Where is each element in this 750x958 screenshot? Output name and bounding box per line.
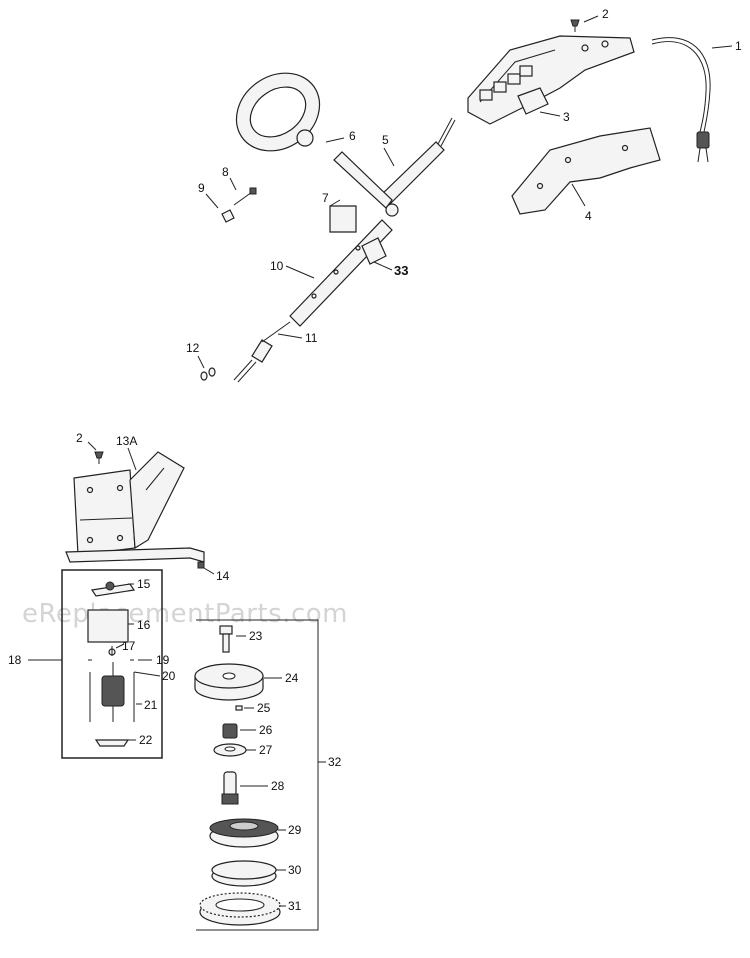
part-2-screw xyxy=(570,15,599,32)
label-27: 27 xyxy=(259,743,273,757)
part-23-bolt xyxy=(219,625,246,653)
label-25: 25 xyxy=(257,701,271,715)
part-18-motor-assembly-box xyxy=(28,569,163,759)
part-5-upper-shaft xyxy=(333,117,456,217)
label-28: 28 xyxy=(271,779,285,793)
label-10: 10 xyxy=(270,259,284,273)
part-10-lower-shaft xyxy=(285,219,393,327)
label-11: 11 xyxy=(305,331,318,345)
part-4-handle-half xyxy=(511,127,661,215)
label-2: 2 xyxy=(602,7,609,21)
label-30: 30 xyxy=(288,863,302,877)
part-25-key xyxy=(235,705,254,711)
part-17-spring xyxy=(108,643,125,656)
part-29-spool xyxy=(209,818,286,848)
part-31-knob xyxy=(199,892,286,926)
label-18: 18 xyxy=(8,653,22,667)
label-19: 19 xyxy=(156,653,170,667)
part-30-retainer xyxy=(211,860,286,887)
label-8: 8 xyxy=(222,165,229,179)
label-6: 6 xyxy=(349,129,356,143)
label-12: 12 xyxy=(186,341,200,355)
part-7-bracket xyxy=(329,199,357,233)
label-13a: 13A xyxy=(116,434,137,448)
label-16: 16 xyxy=(137,618,151,632)
label-15: 15 xyxy=(137,577,151,591)
label-4: 4 xyxy=(585,209,592,223)
part-15-bearing-plate xyxy=(90,581,136,597)
label-21: 21 xyxy=(144,698,158,712)
part-16-field-coil xyxy=(87,609,134,643)
part-28-spool-shaft xyxy=(221,771,268,805)
watermark: eReplacementParts.com xyxy=(22,599,348,629)
label-20: 20 xyxy=(162,669,176,683)
part-1-power-cord xyxy=(651,37,733,163)
part-26-spring xyxy=(222,723,256,739)
part-8-bolt xyxy=(229,177,257,206)
part-22-end-cap xyxy=(94,739,136,747)
label-3: 3 xyxy=(563,110,570,124)
label-26: 26 xyxy=(259,723,273,737)
part-24-drive-disk xyxy=(194,663,282,701)
part-19-20-brushes xyxy=(88,659,161,677)
label-22: 22 xyxy=(139,733,153,747)
part-33-clamp xyxy=(361,237,393,271)
label-32: 32 xyxy=(328,755,342,769)
part-2-screw-lower xyxy=(87,441,104,464)
label-24: 24 xyxy=(285,671,299,685)
label-5: 5 xyxy=(382,133,389,147)
part-12-wire-nuts xyxy=(197,355,216,381)
part-9-nut xyxy=(205,193,235,223)
label-7: 7 xyxy=(322,191,329,205)
label-9: 9 xyxy=(198,181,205,195)
part-11-wire-harness xyxy=(233,321,303,383)
part-21-armature xyxy=(89,662,142,722)
label-1: 1 xyxy=(735,39,742,53)
label-17: 17 xyxy=(122,639,136,653)
part-13a-motor-housing xyxy=(65,447,205,563)
label-14: 14 xyxy=(216,569,230,583)
part-14-foot xyxy=(197,561,215,575)
part-6-loop-handle xyxy=(235,72,345,152)
label-2-lower: 2 xyxy=(76,431,83,445)
label-31: 31 xyxy=(288,899,302,913)
label-23: 23 xyxy=(249,629,263,643)
part-3-handle-housing xyxy=(467,35,635,125)
label-29: 29 xyxy=(288,823,302,837)
part-27-washer xyxy=(213,743,256,757)
label-33: 33 xyxy=(394,263,408,278)
part-32-head-assembly-bracket xyxy=(196,619,326,931)
